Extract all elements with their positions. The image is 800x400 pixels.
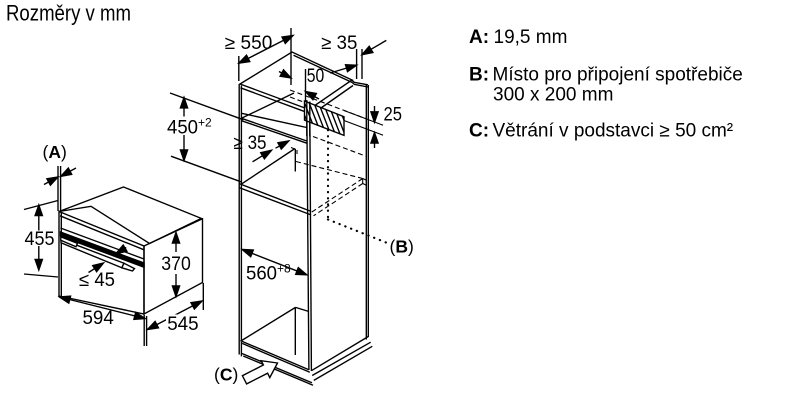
svg-text:≥ 35: ≥ 35	[321, 33, 357, 54]
svg-text:Rozměry v mm: Rozměry v mm	[6, 1, 131, 26]
svg-text:C:: C:	[469, 121, 489, 142]
svg-text:≥ 550: ≥ 550	[225, 33, 272, 54]
svg-text:Místo pro připojení spotřebiče: Místo pro připojení spotřebiče	[493, 65, 743, 86]
svg-text:455: 455	[25, 229, 55, 250]
svg-text:(A): (A)	[43, 142, 67, 162]
svg-text:560+8: 560+8	[246, 262, 291, 285]
svg-text:450+2: 450+2	[167, 116, 212, 139]
svg-text:25: 25	[384, 105, 403, 126]
svg-text:≤ 45: ≤ 45	[79, 270, 115, 291]
svg-text:Větrání v podstavci ≥ 50 cm²: Větrání v podstavci ≥ 50 cm²	[493, 121, 734, 142]
svg-text:50: 50	[307, 66, 325, 87]
svg-text:(C): (C)	[214, 365, 238, 385]
svg-text:594: 594	[83, 308, 115, 329]
svg-text:545: 545	[167, 314, 198, 335]
svg-text:19,5 mm: 19,5 mm	[494, 27, 568, 48]
svg-text:(B): (B)	[390, 237, 414, 257]
svg-text:A:: A:	[469, 27, 489, 48]
svg-text:300 x 200 mm: 300 x 200 mm	[493, 84, 613, 105]
svg-text:370: 370	[161, 254, 191, 275]
svg-text:B:: B:	[469, 65, 489, 86]
svg-text:≥ 35: ≥ 35	[234, 133, 267, 154]
